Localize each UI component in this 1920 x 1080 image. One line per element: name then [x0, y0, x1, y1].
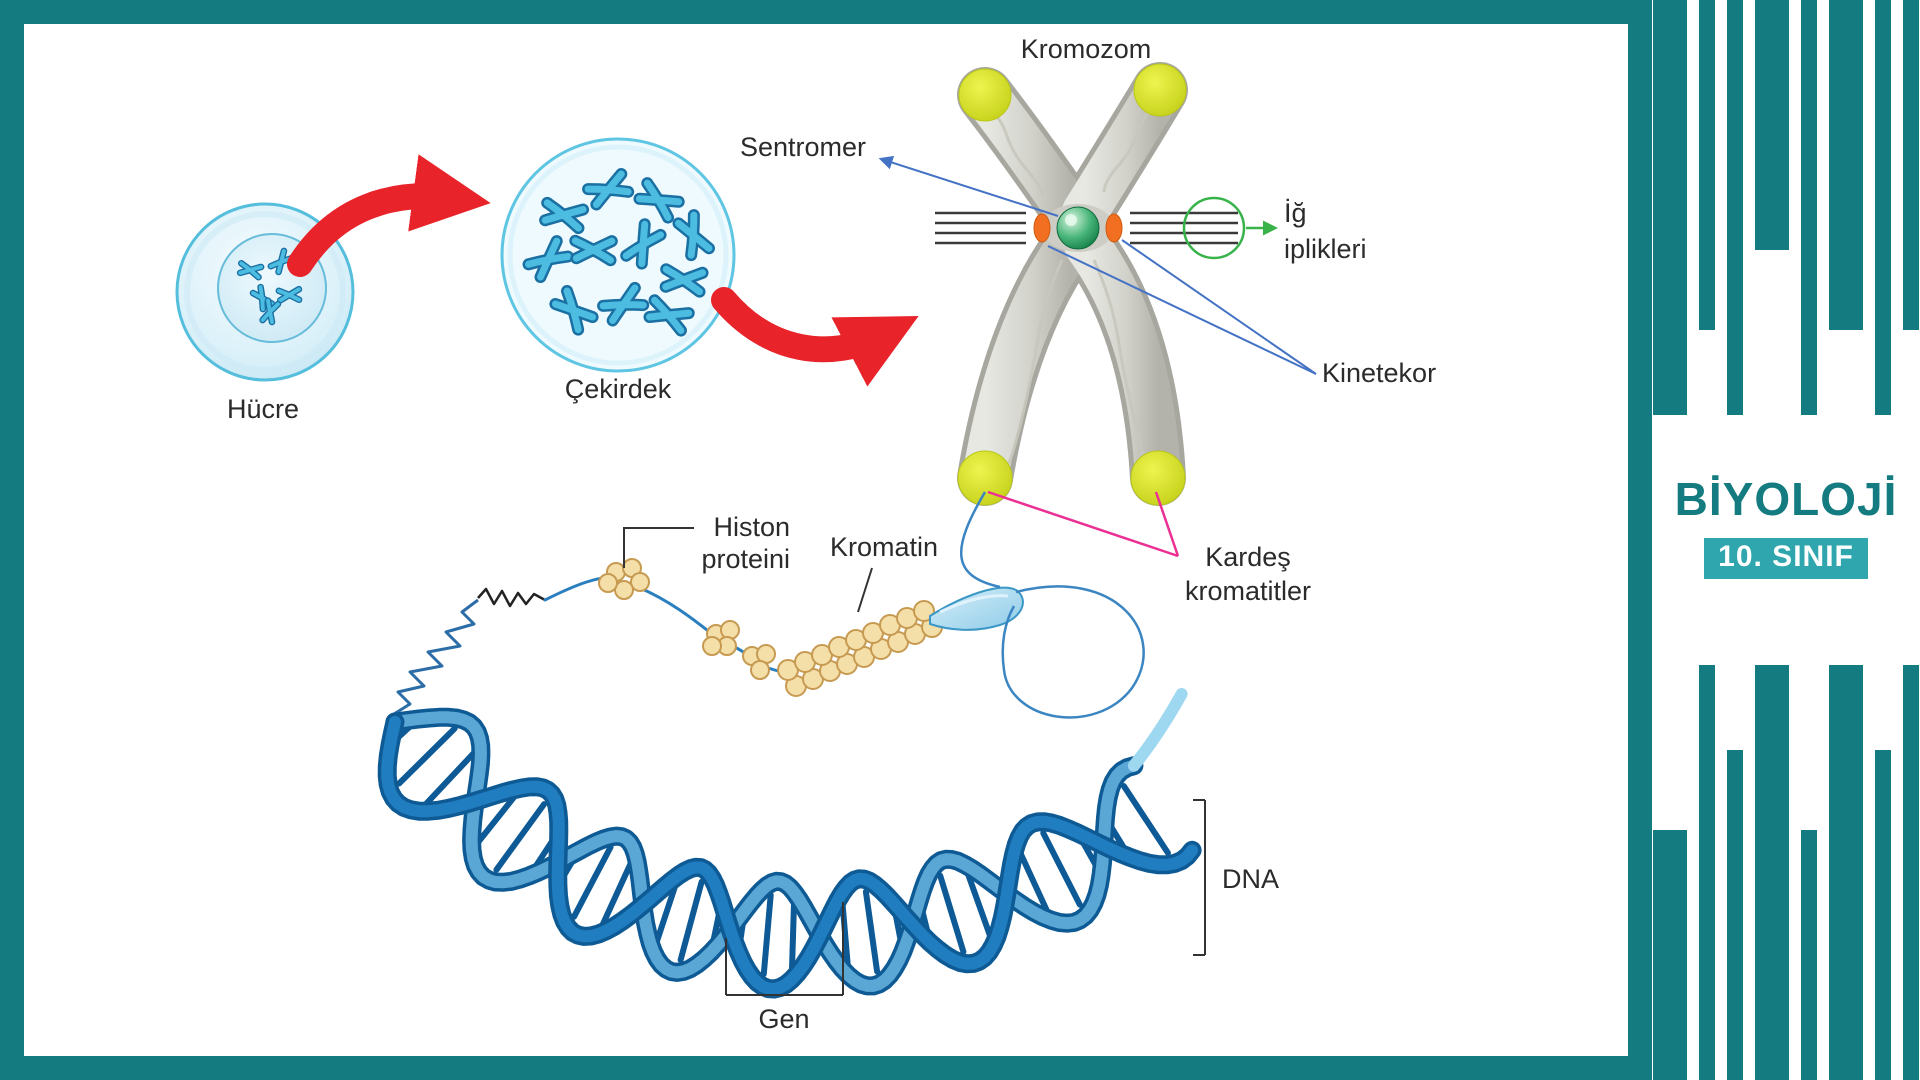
dna-bracket	[1193, 799, 1206, 956]
chromatid-tip	[1130, 450, 1186, 506]
chromatid-tip	[957, 450, 1013, 506]
label-kardes-2: kromatitler	[1185, 576, 1311, 606]
label-hucre: Hücre	[227, 394, 299, 424]
sidebar-bottom-bars	[1652, 665, 1920, 1080]
sidebar: BİYOLOJİ 10. SINIF	[1652, 0, 1920, 1080]
unwinding-loop	[959, 491, 1001, 589]
gen-bracket	[725, 902, 844, 996]
unwinding-loop	[1001, 585, 1145, 719]
label-dna: DNA	[1222, 864, 1279, 894]
label-connectors	[878, 155, 1317, 558]
chromatin-tube	[929, 586, 1024, 631]
label-kromozom: Kromozom	[1021, 34, 1152, 64]
chromatid-tip	[1133, 63, 1187, 117]
label-ig-iplikleri-2: iplikleri	[1284, 234, 1367, 264]
centromere-sphere	[1056, 206, 1100, 250]
spindle-highlight-circle	[1182, 196, 1246, 260]
condensed-chromatin-rod	[777, 600, 943, 697]
sidebar-top-bars	[1652, 0, 1920, 415]
chromatin-fiber	[393, 491, 1145, 719]
histone-bead-cluster	[742, 644, 776, 680]
nucleus-illustration	[500, 137, 736, 373]
label-cekirdek: Çekirdek	[565, 374, 672, 404]
histone-bead-cluster	[702, 620, 740, 656]
chromatid-tip	[958, 68, 1012, 122]
zoom-arrow-cell-to-nucleus	[287, 154, 491, 277]
label-kromatin: Kromatin	[830, 532, 938, 562]
histone-bead-cluster	[598, 558, 650, 600]
label-sentromer: Sentromer	[740, 132, 866, 162]
zoom-arrow-nucleus-to-chromosome	[711, 287, 919, 387]
sidebar-grade-badge: 10. SINIF	[1704, 538, 1868, 579]
label-histon-2: proteini	[701, 544, 790, 574]
diagram-labels: Kromozom Sentromer İğ iplikleri Kineteko…	[227, 34, 1436, 1034]
kinetochore-left	[1033, 213, 1051, 243]
sidebar-title: BİYOLOJİ	[1674, 473, 1898, 525]
diagram-card	[24, 24, 1628, 1056]
histon-connector	[623, 527, 873, 613]
chromosome-illustration	[957, 62, 1188, 506]
label-kardes-1: Kardeş	[1205, 542, 1291, 572]
label-gen: Gen	[758, 1004, 809, 1034]
kinetochore-right	[1105, 213, 1123, 243]
label-kinetekor: Kinetekor	[1322, 358, 1436, 388]
dna-helix	[377, 688, 1202, 999]
label-ig-iplikleri-1: İğ	[1284, 197, 1307, 228]
label-histon-1: Histon	[713, 512, 790, 542]
